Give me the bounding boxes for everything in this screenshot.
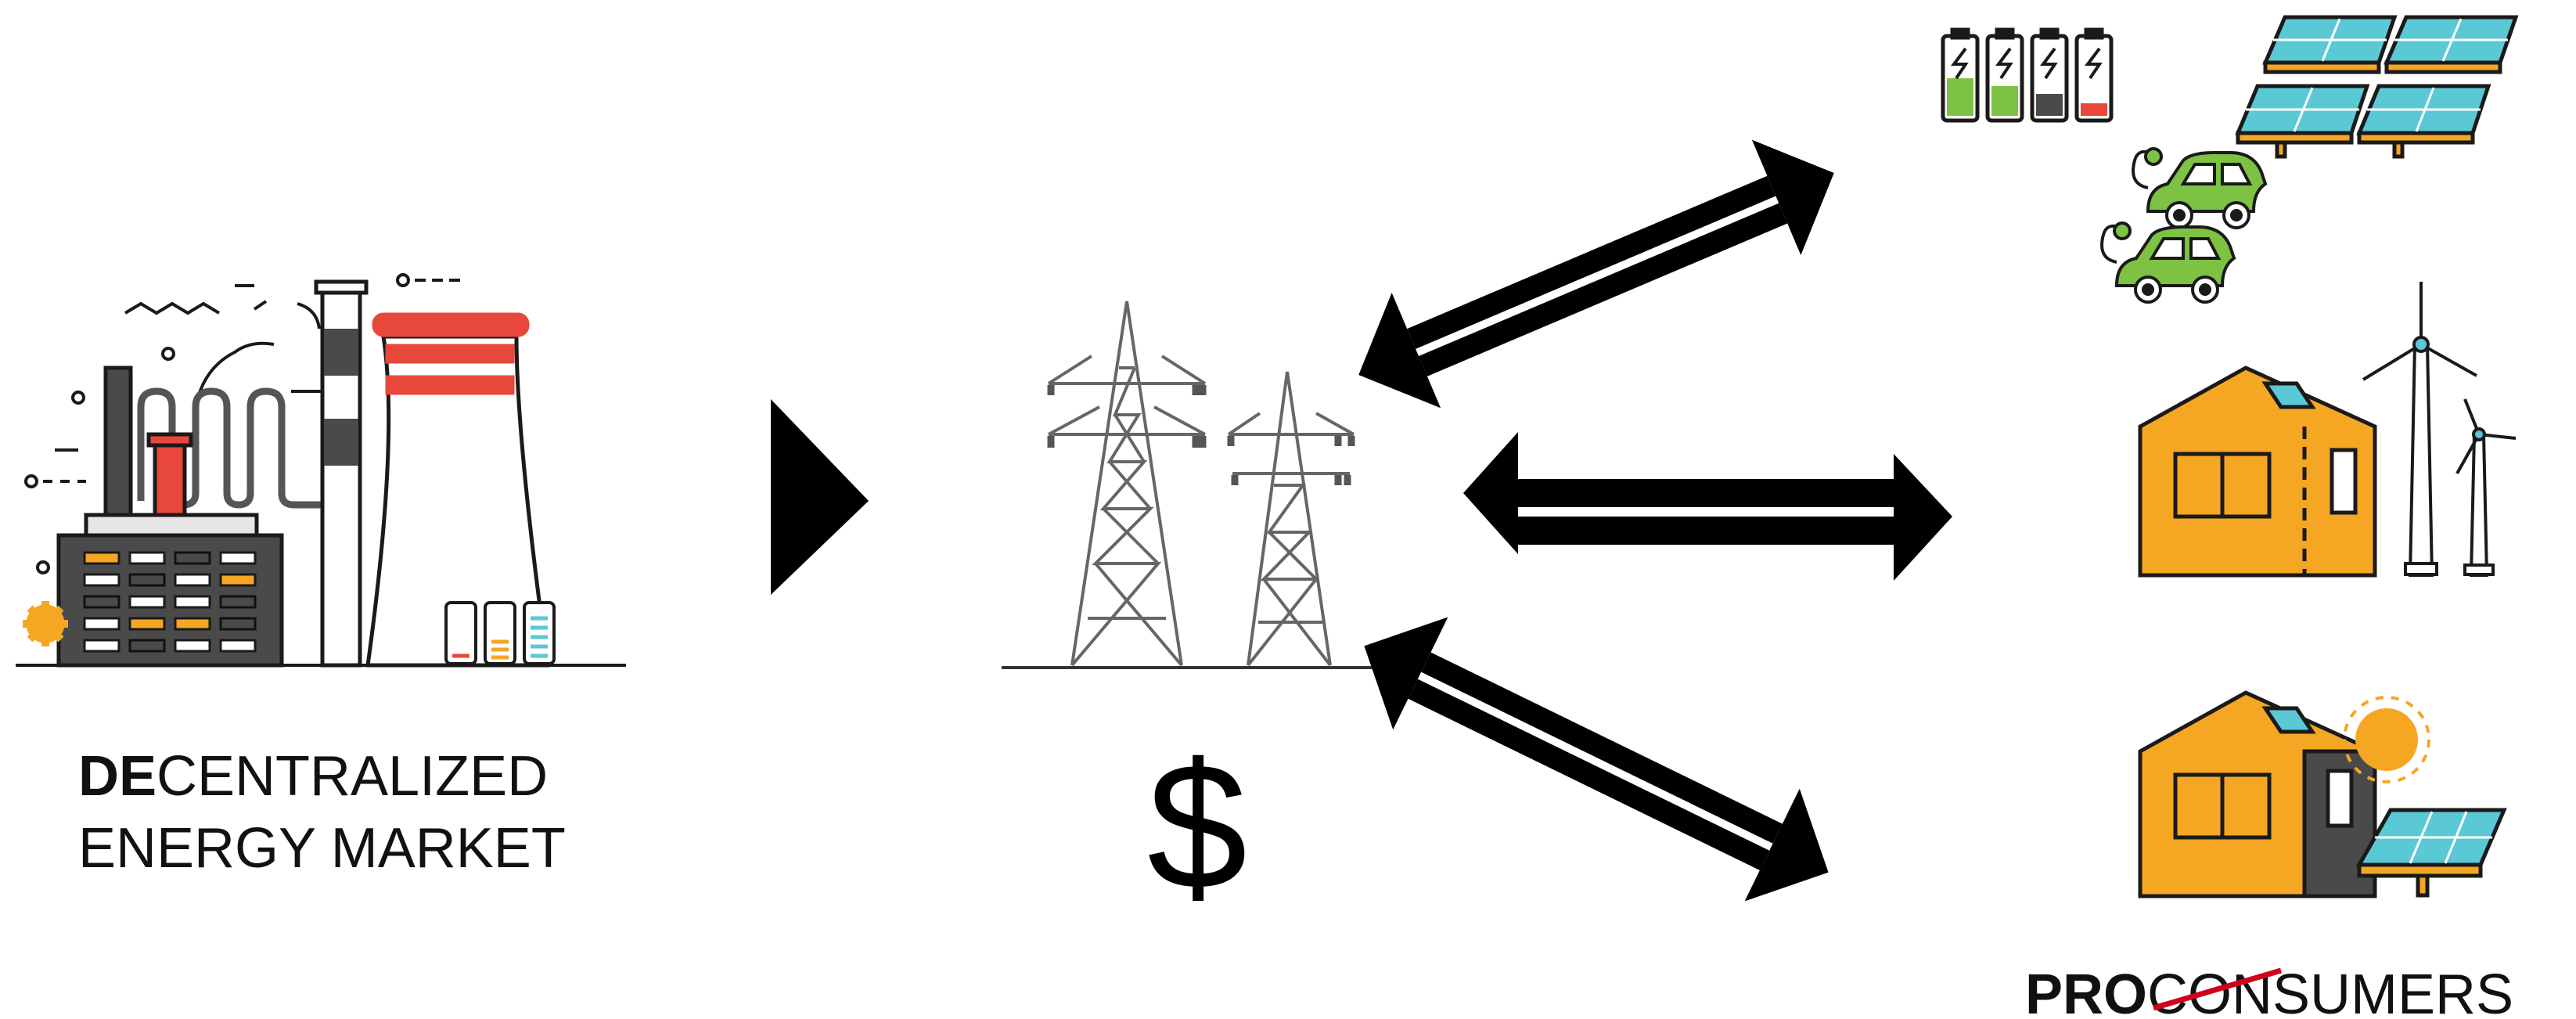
right-label-bold: PRO	[2025, 963, 2147, 1019]
left-label-line1: DECENTRALIZED	[78, 745, 548, 808]
bidirectional-arrow-top	[1358, 139, 1834, 409]
left-label-bold: DE	[78, 745, 157, 808]
solar-panel-icon	[2235, 15, 2519, 159]
electric-car-icon	[2100, 147, 2268, 304]
left-label-rest: CENTRALIZED	[157, 745, 548, 808]
house-icon	[2138, 365, 2377, 578]
transmission-tower-icon	[1002, 301, 1393, 669]
left-label-line2: ENERGY MARKET	[78, 817, 566, 880]
right-label: PROCONSUMERS	[2025, 963, 2513, 1019]
house-icon	[2138, 690, 2377, 898]
sun-icon	[2343, 696, 2430, 783]
bidirectional-arrow-bottom	[1364, 617, 1829, 902]
solar-panel-icon	[2355, 808, 2507, 898]
wind-turbine-icon	[2362, 282, 2517, 577]
power-plant-icon	[16, 273, 626, 668]
forward-arrow	[771, 399, 869, 595]
bidirectional-arrow-middle	[1463, 432, 1952, 581]
gear-icon	[23, 601, 68, 646]
right-label-rest: SUMERS	[2272, 963, 2513, 1019]
strikethrough-line	[2153, 967, 2282, 1011]
currency-symbol: $	[1147, 726, 1247, 927]
battery-icon	[1941, 27, 2114, 123]
